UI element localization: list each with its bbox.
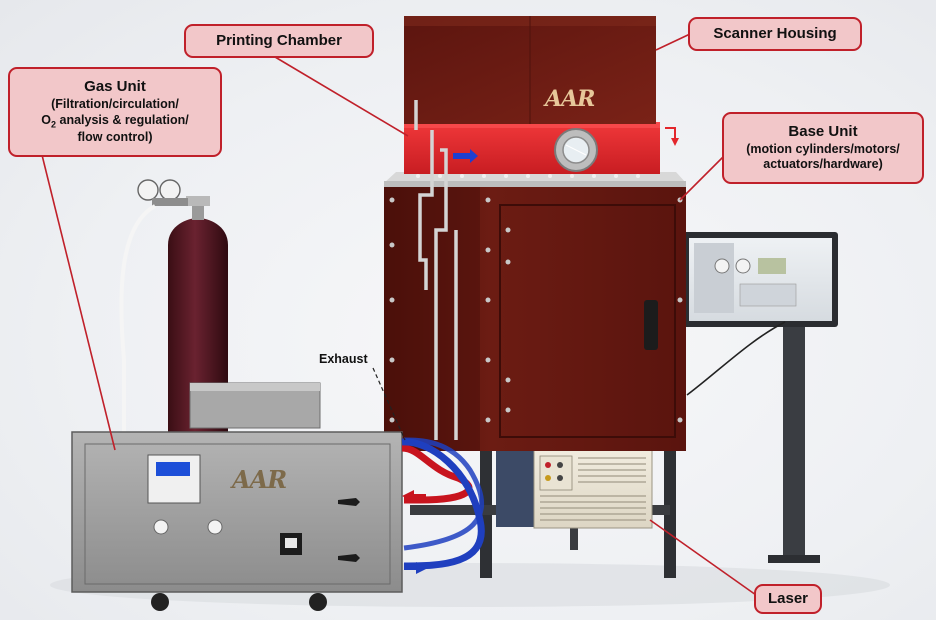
gas-unit-cabinet [71,382,403,611]
gas-cylinder [119,179,228,432]
gas-piping [414,100,458,440]
printing-chamber-label: Printing Chamber [216,31,342,49]
callout-gas-unit: Gas Unit (Filtration/circulation/ O2 ana… [8,67,222,157]
exhaust-leader [372,367,406,441]
gas-unit-line-2-pre: O [41,112,52,127]
leader-lines [41,33,757,596]
logo-gas-unit: AAR [232,465,287,494]
base-unit-line-1: (motion cylinders/motors/ [746,141,900,156]
base-unit-title: Base Unit [788,123,858,140]
base-unit-cabinet [384,183,686,451]
gas-unit-title: Gas Unit [84,78,146,96]
gas-unit-line-1: (Filtration/circulation/ [51,96,179,111]
gas-unit-line-3: flow control) [77,130,153,145]
build-plate-flange [384,172,686,187]
exhaust-label: Exhaust [319,352,368,366]
laser-unit [496,445,653,529]
logo-machine: AAR [545,86,595,112]
callout-scanner-housing: Scanner Housing [688,17,862,51]
scanner-housing-label: Scanner Housing [713,24,837,42]
gas-unit-line-2-sub: 2 [51,119,57,129]
base-unit-line-2: actuators/hardware) [763,157,883,172]
callout-laser: Laser [754,584,822,614]
callout-printing-chamber: Printing Chamber [184,24,374,58]
callout-base-unit: Base Unit (motion cylinders/motors/ actu… [722,112,924,184]
gas-unit-line-2-post: analysis & regulation/ [56,112,189,127]
laser-label: Laser [767,589,809,607]
control-monitor [683,232,838,563]
scanner-housing [404,16,656,124]
gas-unit-line-2: O2 analysis & regulation/ [41,113,188,131]
hoses [401,437,485,574]
